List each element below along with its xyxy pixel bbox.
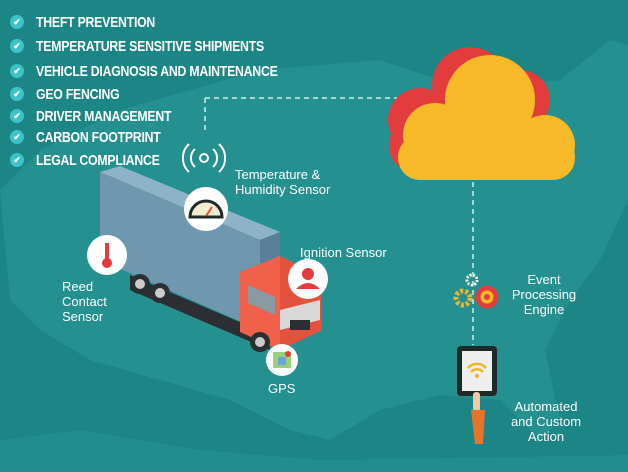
tablet-touch-icon (457, 346, 497, 444)
feature-item: ✔GEO FENCING (10, 84, 138, 104)
cloud-icon (388, 47, 575, 180)
temperature-sensor-label: Temperature & Humidity Sensor (235, 167, 330, 197)
ignition-sensor-label: Ignition Sensor (300, 245, 387, 260)
label-line: and Custom (510, 414, 582, 429)
label-line: Temperature & (235, 167, 321, 182)
check-icon: ✔ (10, 39, 24, 53)
wireless-signal-icon (182, 143, 226, 173)
gauge-icon (184, 187, 228, 231)
feature-item: ✔TEMPERATURE SENSITIVE SHIPMENTS (10, 36, 314, 56)
feature-item: ✔VEHICLE DIAGNOSIS AND MAINTENANCE (10, 61, 331, 81)
reed-sensor-label: Reed Contact Sensor (62, 279, 107, 324)
event-processing-label: Event Processing Engine (503, 272, 585, 317)
key-icon (87, 235, 127, 275)
map-pin-icon (266, 344, 298, 376)
feature-item: ✔LEGAL COMPLIANCE (10, 150, 187, 170)
automated-action-label: Automated and Custom Action (500, 399, 592, 444)
feature-item: ✔THEFT PREVENTION (10, 12, 181, 32)
label-line: Engine (523, 302, 565, 317)
label-line: Action (527, 429, 565, 444)
check-icon: ✔ (10, 153, 24, 167)
check-icon: ✔ (10, 130, 24, 144)
label-line: Humidity Sensor (235, 182, 331, 197)
check-icon: ✔ (10, 15, 24, 29)
label-line: Reed (62, 279, 94, 294)
label-line: Automated (514, 399, 578, 414)
label-line: Sensor (62, 309, 104, 324)
label-line: Event (527, 272, 561, 287)
check-icon: ✔ (10, 64, 24, 78)
feature-item: ✔CARBON FOOTPRINT (10, 127, 188, 147)
person-icon (288, 259, 328, 299)
label-line: Contact (62, 294, 107, 309)
gears-icon (453, 273, 499, 309)
feature-item: ✔DRIVER MANAGEMENT (10, 106, 201, 126)
gps-label: GPS (268, 381, 296, 396)
check-icon: ✔ (10, 87, 24, 101)
check-icon: ✔ (10, 109, 24, 123)
label-line: Processing (511, 287, 577, 302)
